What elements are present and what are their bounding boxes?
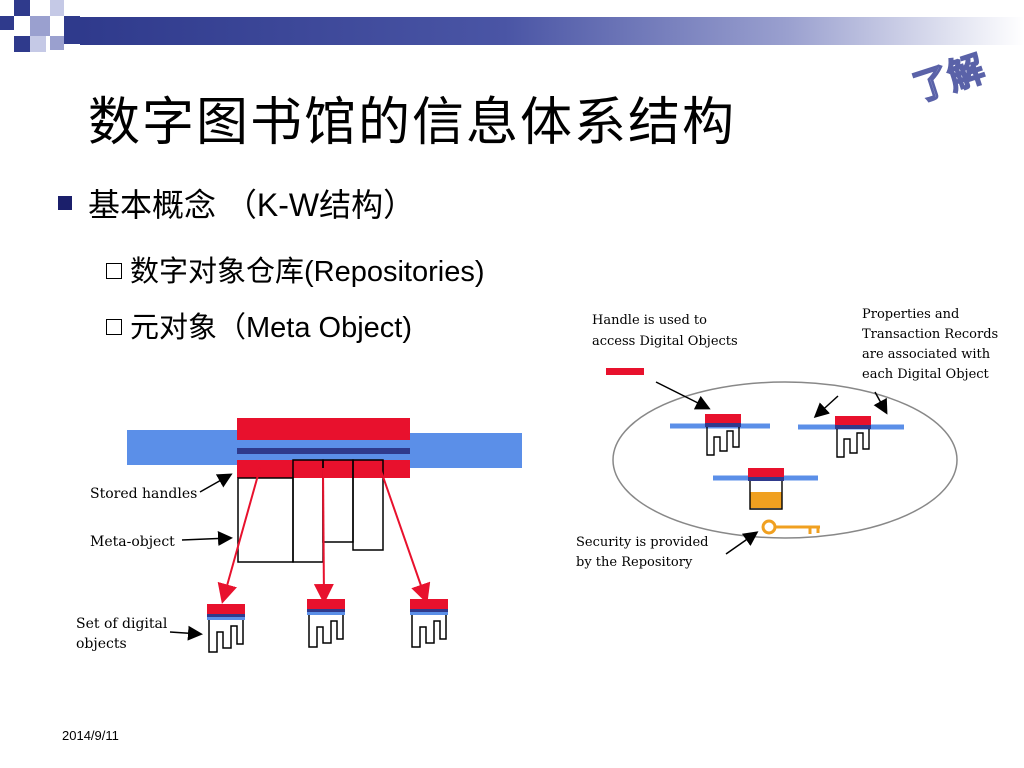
left-blue-band xyxy=(127,430,239,465)
handle-label-1: Handle is used to xyxy=(592,313,707,328)
security-label-2: by the Repository xyxy=(576,555,693,570)
digital-object xyxy=(410,599,448,648)
props-label-4: each Digital Object xyxy=(862,367,990,382)
sub-bullet-repositories: 数字对象仓库(Repositories) xyxy=(106,248,485,290)
slide-title: 数字图书馆的信息体系结构 xyxy=(88,93,737,153)
hollow-square-bullet-icon xyxy=(106,263,122,280)
handle-token xyxy=(606,368,644,375)
top-gradient-bar xyxy=(80,17,1024,45)
meta-object-header xyxy=(237,418,410,440)
stored-handles-columns xyxy=(237,459,384,563)
meta-object-label: Meta-object xyxy=(90,534,175,550)
set-of-objects-label-2: objects xyxy=(76,636,127,652)
set-of-objects-label-1: Set of digital xyxy=(76,616,168,632)
understand-stamp: 了解 xyxy=(908,48,991,111)
meta-object-diagram: Stored handles Meta-object Set of digita… xyxy=(76,418,522,653)
bullet-text: 基本概念 （K-W结构） xyxy=(88,187,416,223)
stored-handles-label: Stored handles xyxy=(90,486,197,502)
bullet-basic-concept: 基本概念 （K-W结构） xyxy=(58,180,415,226)
hollow-square-bullet-icon xyxy=(106,319,122,336)
key-icon xyxy=(761,519,820,535)
repository-object xyxy=(670,414,770,456)
props-label-2: Transaction Records xyxy=(862,327,998,342)
sub-bullet-meta-object: 元对象（Meta Object) xyxy=(106,304,412,346)
repository-ellipse xyxy=(612,381,958,539)
props-label-3: are associated with xyxy=(862,347,991,362)
repository-object xyxy=(798,416,904,458)
props-label-1: Properties and xyxy=(862,307,959,322)
repository-diagram: Handle is used to access Digital Objects… xyxy=(576,307,998,570)
corner-decoration xyxy=(0,0,80,52)
digital-object xyxy=(207,604,245,653)
sub-bullet-text: 数字对象仓库(Repositories) xyxy=(130,256,485,288)
right-blue-band xyxy=(410,433,522,468)
digital-object xyxy=(307,599,345,648)
security-label-1: Security is provided xyxy=(576,535,709,550)
handle-label-2: access Digital Objects xyxy=(592,334,738,349)
square-bullet-icon xyxy=(58,196,72,210)
repository-object xyxy=(713,468,818,510)
slide-date: 2014/9/11 xyxy=(62,728,119,743)
sub-bullet-text: 元对象（Meta Object) xyxy=(130,312,412,344)
